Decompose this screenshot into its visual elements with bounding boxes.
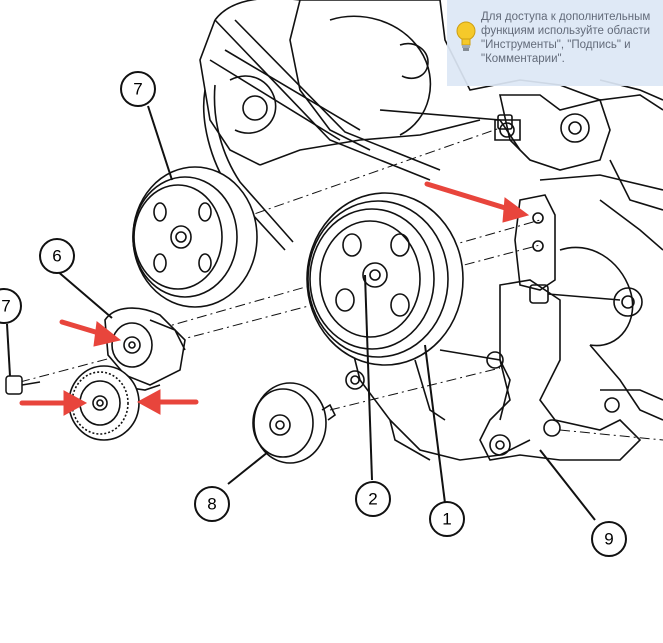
callout-8: 8 xyxy=(194,486,230,522)
callout-label-3: 7 xyxy=(133,80,142,99)
red-arrows xyxy=(19,181,530,416)
acrobat-notice-panel: Для доступа к дополнительным функциям ис… xyxy=(447,0,663,86)
callout-9: 9 xyxy=(591,521,627,557)
red-arrow-icon xyxy=(424,181,530,223)
red-arrow-icon xyxy=(59,319,122,347)
bolt-7 xyxy=(5,375,41,395)
power-steering-pulley xyxy=(132,166,258,308)
notice-text: Для доступа к дополнительным функциям ис… xyxy=(481,11,651,65)
callout-1: 1 xyxy=(429,501,465,537)
belt-tensioner xyxy=(104,307,186,391)
callout-group: 7 6 7 8 2 1 9 xyxy=(0,71,627,557)
crankshaft-pulley xyxy=(306,192,464,366)
callout-label-1: 1 xyxy=(442,510,451,529)
callout-label-7: 7 xyxy=(1,297,10,316)
callout-label-8: 8 xyxy=(207,495,216,514)
engine-block xyxy=(199,0,663,461)
lightbulb-icon xyxy=(456,21,476,51)
red-arrow-icon xyxy=(136,389,199,415)
callout-label-9: 9 xyxy=(604,530,613,549)
callout-7: 7 xyxy=(0,288,22,324)
red-arrow-icon xyxy=(19,390,88,416)
callout-3: 7 xyxy=(120,71,156,107)
callout-2: 2 xyxy=(355,481,391,517)
callout-6: 6 xyxy=(39,238,75,274)
leader-lines xyxy=(6,105,596,521)
callout-label-2: 2 xyxy=(368,490,377,509)
callout-label-6: 6 xyxy=(52,247,61,266)
lower-idler-pulley xyxy=(252,382,337,464)
